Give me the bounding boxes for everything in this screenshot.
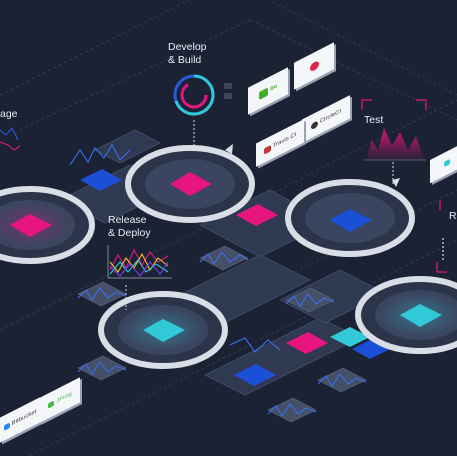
gradle-icon [309,59,319,73]
develop-gauge-icon [173,74,232,116]
data-plates [77,245,367,423]
jfrog-icon [48,400,55,409]
station-test [285,178,415,257]
bitbucket-icon [3,422,10,432]
test-chart [361,99,427,185]
develop-build-label: Develop & Build [168,41,207,66]
station-right [355,276,457,354]
circleci-icon [310,120,318,130]
tool-icon [444,158,450,168]
station-release [98,291,228,369]
signal-lines [69,143,367,418]
test-label: Test [364,114,384,126]
station-develop [125,144,255,223]
travis-icon [263,144,271,155]
release-chart [107,245,172,310]
selenium-icon [258,87,268,100]
manage-chart [0,127,21,151]
right-stage-label: R [449,210,457,222]
manage-label: age [0,108,18,120]
release-deploy-label: Release & Deploy [108,214,151,239]
right-bracket [436,200,447,273]
moving-blocks [80,169,390,386]
station-left [0,186,95,264]
